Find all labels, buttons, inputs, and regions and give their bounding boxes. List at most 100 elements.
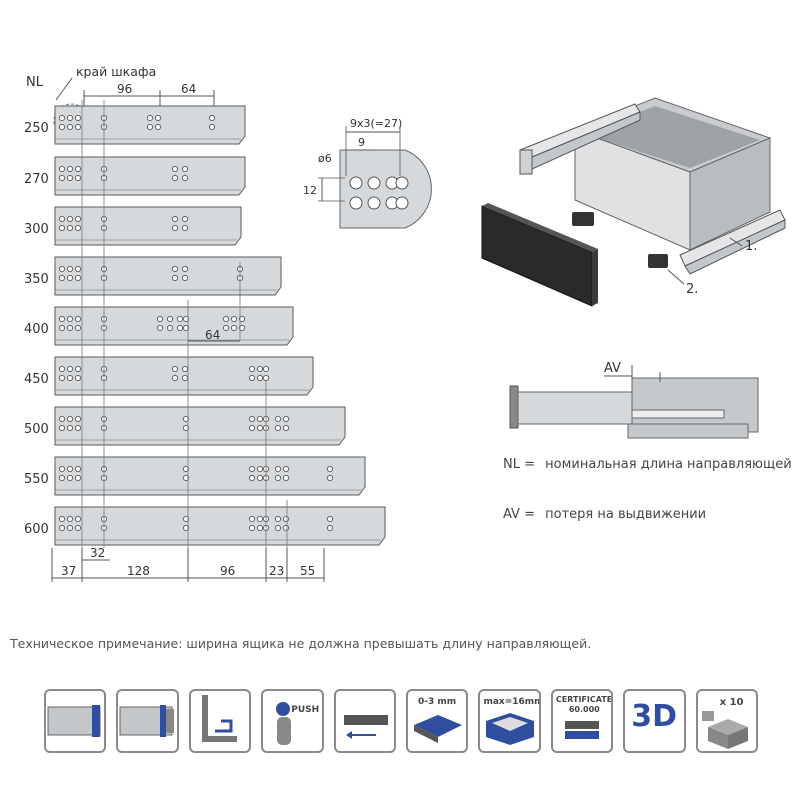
mount-hole bbox=[66, 315, 74, 323]
mount-hole bbox=[58, 415, 66, 423]
mount-hole bbox=[58, 123, 66, 131]
mount-hole bbox=[74, 224, 82, 232]
mount-hole bbox=[154, 114, 162, 122]
mount-hole bbox=[181, 165, 189, 173]
mount-hole bbox=[58, 165, 66, 173]
cert-label: CERTIFICATE bbox=[555, 695, 613, 704]
mount-hole bbox=[182, 415, 190, 423]
callout-1: 1. bbox=[745, 239, 757, 254]
mount-hole bbox=[66, 265, 74, 273]
mount-hole bbox=[256, 365, 264, 373]
mount-hole bbox=[230, 324, 238, 332]
mount-hole bbox=[66, 474, 74, 482]
detail-9x3: 9x3(=27) bbox=[350, 117, 402, 130]
mount-hole bbox=[58, 324, 66, 332]
rail-body bbox=[54, 206, 242, 246]
pack-label: x 10 bbox=[719, 697, 744, 708]
mount-hole bbox=[74, 114, 82, 122]
mount-hole bbox=[74, 274, 82, 282]
mount-hole bbox=[248, 524, 256, 532]
mount-hole bbox=[66, 123, 74, 131]
rail-length-label: 270 bbox=[24, 172, 49, 187]
mount-hole bbox=[182, 474, 190, 482]
mount-hole bbox=[74, 315, 82, 323]
dim-96: 96 bbox=[220, 564, 235, 578]
mount-hole bbox=[58, 524, 66, 532]
mount-hole bbox=[58, 465, 66, 473]
push-open-icon: PUSH bbox=[261, 689, 324, 753]
mount-hole bbox=[66, 465, 74, 473]
clip-mount-icon bbox=[188, 689, 252, 753]
mount-hole bbox=[181, 215, 189, 223]
mount-hole bbox=[282, 524, 290, 532]
mount-hole bbox=[146, 123, 154, 131]
mount-hole bbox=[66, 524, 74, 532]
mount-hole bbox=[58, 224, 66, 232]
mount-hole bbox=[58, 515, 66, 523]
mount-hole bbox=[248, 374, 256, 382]
mount-hole bbox=[282, 515, 290, 523]
max-thickness-icon: max=16mm bbox=[478, 689, 541, 753]
mount-hole bbox=[326, 465, 334, 473]
rail-length-label: 250 bbox=[24, 121, 49, 136]
mount-hole bbox=[262, 365, 270, 373]
rail-length-label: 450 bbox=[24, 372, 49, 387]
mount-hole bbox=[256, 415, 264, 423]
mount-hole bbox=[282, 415, 290, 423]
mount-hole bbox=[274, 524, 282, 532]
mount-hole bbox=[274, 515, 282, 523]
mount-hole bbox=[74, 123, 82, 131]
dim-32: 32 bbox=[90, 546, 105, 560]
mount-hole bbox=[74, 415, 82, 423]
detail-hole bbox=[349, 196, 363, 210]
mount-hole bbox=[248, 474, 256, 482]
mount-hole bbox=[248, 415, 256, 423]
dim-37: 37 bbox=[61, 564, 76, 578]
mount-hole bbox=[58, 365, 66, 373]
mount-hole bbox=[326, 524, 334, 532]
dim-64-top: 64 bbox=[181, 82, 196, 96]
mount-hole bbox=[58, 315, 66, 323]
rail-body bbox=[54, 456, 366, 496]
mount-hole bbox=[66, 165, 74, 173]
rail-body bbox=[54, 506, 386, 546]
mount-hole bbox=[274, 424, 282, 432]
mount-hole bbox=[182, 324, 190, 332]
mount-hole bbox=[171, 174, 179, 182]
mount-hole bbox=[171, 374, 179, 382]
mount-hole bbox=[230, 315, 238, 323]
mount-hole bbox=[238, 324, 246, 332]
mount-hole bbox=[282, 465, 290, 473]
mount-hole bbox=[181, 374, 189, 382]
mount-hole bbox=[74, 365, 82, 373]
rail-body bbox=[54, 406, 346, 446]
dim-128: 128 bbox=[127, 564, 150, 578]
mount-hole bbox=[222, 324, 230, 332]
mount-hole bbox=[182, 465, 190, 473]
mount-hole bbox=[58, 274, 66, 282]
mount-hole bbox=[256, 524, 264, 532]
mount-hole bbox=[74, 465, 82, 473]
callout-2: 2. bbox=[686, 282, 698, 297]
legend-av-key: AV = bbox=[503, 507, 535, 522]
av-label: AV bbox=[604, 361, 621, 376]
certificate-icon: CERTIFICATE 60.000 bbox=[550, 689, 614, 753]
3d-adjust-icon: 3D bbox=[623, 689, 686, 753]
rail-body bbox=[54, 156, 246, 196]
adjust-label: 0-3 mm bbox=[418, 697, 457, 707]
cert-count: 60.000 bbox=[568, 705, 600, 714]
mount-hole bbox=[208, 114, 216, 122]
legend-nl: NL = номинальная длина направляющей bbox=[503, 457, 792, 472]
dim-96-top: 96 bbox=[117, 82, 132, 96]
legend-av-text: потеря на выдвижении bbox=[545, 507, 707, 522]
mount-hole bbox=[171, 265, 179, 273]
mount-hole bbox=[262, 374, 270, 382]
detail-hole bbox=[349, 176, 363, 190]
rail-body bbox=[54, 306, 294, 346]
detail-hole bbox=[367, 196, 381, 210]
mount-hole bbox=[66, 415, 74, 423]
rail-length-label: 550 bbox=[24, 472, 49, 487]
mount-hole bbox=[248, 515, 256, 523]
mount-hole bbox=[146, 114, 154, 122]
